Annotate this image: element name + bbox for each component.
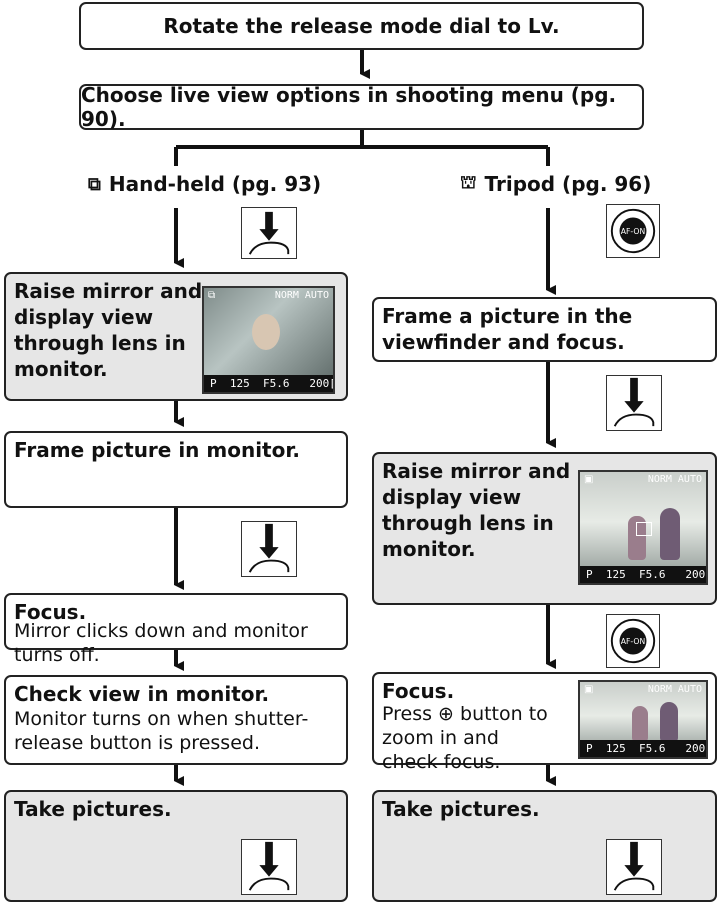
step-rotate-dial-label: Rotate the release mode dial to Lv. — [163, 14, 560, 38]
lcd-bottle-2 — [660, 508, 680, 560]
lcd-preview-portrait: ⧉ NORM AUTO P 125 F5.6 200[547] — [202, 286, 335, 394]
lcd-mode-icon-3: ▣ — [584, 684, 594, 695]
left-step-focus: Focus. Mirror clicks down and monitor tu… — [4, 593, 348, 666]
af-on-label-2: AF-ON — [621, 637, 645, 646]
right-step-take-pictures-title: Take pictures. — [382, 797, 540, 821]
lcd-bottle-4 — [660, 702, 678, 742]
right-step-focus-title: Focus. — [382, 679, 455, 703]
left-step-frame-picture-title: Frame picture in monitor. — [14, 438, 300, 462]
lcd-mode-icon-2: ▣ — [584, 474, 594, 485]
lcd-top-info-3: NORM AUTO — [647, 684, 702, 695]
left-step-take-pictures-title: Take pictures. — [14, 797, 172, 821]
left-step-raise-mirror-title: Raise mirror and display view through le… — [14, 279, 203, 381]
lcd-bottle-1 — [628, 516, 646, 560]
lcd-bottom-info: P 125 F5.6 200[547] — [204, 375, 333, 392]
left-step-focus-title: Focus. — [14, 600, 87, 624]
lcd-subject-face — [252, 314, 280, 350]
lcd-bottom-info-2: P 125 F5.6 200[547] — [580, 566, 706, 583]
right-step-frame-viewfinder-title: Frame a picture in the viewfinder and fo… — [382, 304, 633, 354]
af-on-button-icon-2: AF-ON — [606, 614, 660, 668]
right-step-focus-body: Press ⊕ button to zoom in and check focu… — [382, 703, 548, 773]
press-shutter-full-icon — [241, 521, 297, 577]
right-step-take-pictures: Take pictures. — [372, 790, 717, 902]
tripod-icon: ⛫ — [460, 172, 477, 193]
press-shutter-half-icon-right — [606, 375, 662, 431]
lcd-top-info: NORM AUTO — [274, 290, 329, 301]
right-step-frame-viewfinder: Frame a picture in the viewfinder and fo… — [372, 297, 717, 362]
lcd-preview-zoom: ▣ NORM AUTO P 125 F5.6 200[547] — [578, 680, 708, 759]
press-shutter-icon-right — [606, 839, 662, 895]
lcd-mode-icon: ⧉ — [208, 290, 216, 301]
branch-tripod-label: Tripod (pg. 96) — [484, 172, 652, 196]
press-shutter-half-icon — [241, 207, 297, 259]
step-choose-options: Choose live view options in shooting men… — [79, 83, 644, 131]
branch-handheld-label: Hand-held (pg. 93) — [108, 172, 322, 196]
left-step-focus-body: Mirror clicks down and monitor turns off… — [14, 620, 308, 666]
hand-held-icon: ⧉ — [88, 173, 101, 195]
left-step-check-view: Check view in monitor. Monitor turns on … — [4, 675, 348, 765]
step-rotate-dial: Rotate the release mode dial to Lv. — [79, 2, 644, 50]
left-step-check-view-title: Check view in monitor. — [14, 682, 270, 706]
af-on-button-icon: AF-ON — [606, 204, 660, 258]
left-step-check-view-body: Monitor turns on when shutter- release b… — [14, 708, 309, 754]
lcd-top-info-2: NORM AUTO — [647, 474, 702, 485]
af-on-label: AF-ON — [621, 227, 645, 236]
lcd-bottom-info-3: P 125 F5.6 200[547] — [580, 740, 706, 757]
lcd-af-frame — [636, 522, 652, 536]
branch-handheld: ⧉ Hand-held (pg. 93) — [88, 172, 321, 196]
step-choose-options-label: Choose live view options in shooting men… — [81, 83, 617, 131]
left-step-frame-picture: Frame picture in monitor. — [4, 431, 348, 508]
press-shutter-icon-left — [241, 839, 297, 895]
branch-tripod: ⛫ Tripod (pg. 96) — [460, 172, 651, 196]
lcd-bottle-3 — [632, 706, 648, 742]
lcd-preview-bottles: ▣ NORM AUTO P 125 F5.6 200[547] — [578, 470, 708, 585]
right-step-raise-mirror-title: Raise mirror and display view through le… — [382, 459, 571, 561]
